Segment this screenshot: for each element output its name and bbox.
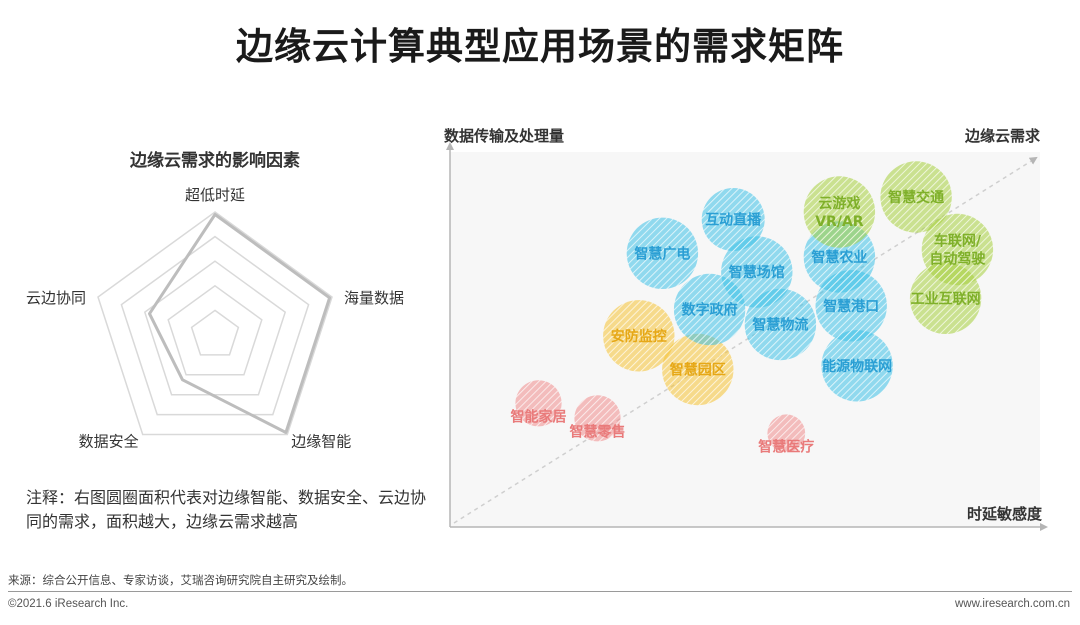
- radar-ring: [120, 235, 310, 416]
- diagonal-label: 边缘云需求: [964, 127, 1041, 145]
- bubble-label: 安防监控: [611, 328, 667, 345]
- bubble: [909, 262, 982, 334]
- radar-title: 边缘云需求的影响因素: [130, 151, 300, 171]
- bubble: [701, 188, 765, 251]
- bubble: [815, 270, 887, 342]
- source-text: 来源：综合公开信息、专家访谈，艾瑞咨询研究院自主研究及绘制。: [8, 573, 353, 587]
- bubble: [662, 333, 734, 406]
- radar-axis-label: 超低时延: [185, 186, 245, 204]
- bubble-label: 智慧医疗: [757, 438, 814, 455]
- radar-series: [148, 213, 332, 434]
- x-axis-label: 时延敏感度: [967, 505, 1043, 523]
- website-link[interactable]: www.iresearch.com.cn: [954, 598, 1070, 610]
- radar-ring: [97, 211, 333, 436]
- bubble-label: 能源物联网: [822, 358, 892, 375]
- bubble: [821, 330, 893, 402]
- bubble: [626, 217, 699, 289]
- radar-axis-label: 数据安全: [79, 433, 139, 451]
- bubble: [744, 288, 817, 361]
- bubble: [515, 380, 562, 427]
- bubble: [803, 176, 876, 248]
- bubble-label: 车联网/自动驾驶: [929, 233, 985, 268]
- bubble-label: 智慧场馆: [728, 264, 785, 281]
- diagonal-trend: [453, 156, 1038, 524]
- radar-axis-label: 边缘智能: [291, 433, 351, 451]
- bubble-label: 数字政府: [682, 302, 738, 319]
- y-axis-label: 数据传输及处理量: [444, 127, 564, 145]
- bubble: [673, 273, 746, 346]
- bubble-label: 互动直播: [705, 212, 762, 229]
- bubble-label: 智慧农业: [810, 249, 867, 266]
- bubble: [880, 161, 952, 233]
- bubble-label: 工业互联网: [911, 291, 981, 307]
- radar-ring: [167, 284, 263, 376]
- bubble-label: 智慧港口: [822, 298, 879, 315]
- radar-axis-label: 海量数据: [344, 289, 404, 307]
- bubble-label: 智慧交通: [887, 189, 944, 206]
- bubble-label: 智慧物流: [751, 317, 808, 334]
- bubble: [603, 300, 675, 372]
- copyright-text: ©2021.6 iResearch Inc.: [8, 598, 129, 610]
- page-title: 边缘云计算典型应用场景的需求矩阵: [236, 25, 844, 68]
- bubble: [574, 395, 621, 442]
- bubble-label: 智慧零售: [569, 423, 626, 440]
- chart-note: 注释：右图圆圈面积代表对边缘智能、数据安全、云边协同的需求，面积越大，边缘云需求…: [26, 488, 427, 531]
- radar-ring: [190, 309, 240, 356]
- bubble: [767, 414, 806, 453]
- footer-divider: [8, 591, 1072, 592]
- bubble-label: 智慧广电: [633, 245, 690, 262]
- bubble-label: 智慧园区: [669, 362, 726, 379]
- radar-axis-label: 云边协同: [26, 289, 86, 307]
- bubble-label: 智能家居: [510, 408, 567, 425]
